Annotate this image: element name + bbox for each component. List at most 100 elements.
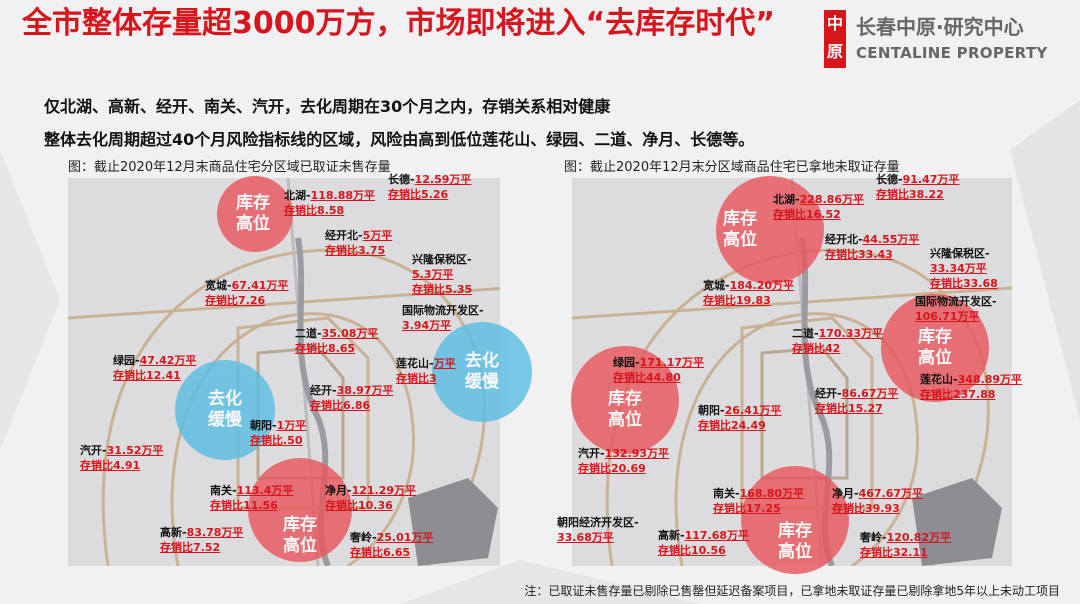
sales-ratio: 存销比19.83 xyxy=(703,294,771,307)
subtitle-2: 整体去化周期超过40个月风险指标线的区域，风险由高到低位莲花山、绿园、二道、净月… xyxy=(44,130,755,149)
stock-value: 228.86万平 xyxy=(799,193,865,206)
district-name: 二道- xyxy=(792,327,819,340)
circle-label: 库存高位 xyxy=(283,515,317,556)
district-label: 朝阳-26.41万平存销比24.49 xyxy=(698,403,781,433)
sales-ratio: 存销比20.69 xyxy=(578,462,646,475)
sales-ratio: 存销比39.93 xyxy=(832,502,900,515)
district-name: 朝阳- xyxy=(698,404,725,417)
district-name: 兴隆保税区- xyxy=(412,253,472,266)
district-label: 莲花山-万平存销比3 xyxy=(396,356,456,386)
district-name: 国际物流开发区- xyxy=(915,295,997,308)
sales-ratio: 存销比7.52 xyxy=(160,541,221,554)
district-name: 二道- xyxy=(295,327,322,340)
high_stock-circle: 库存高位 xyxy=(248,458,352,562)
district-label: 南关-113.4万平存销比11.56 xyxy=(210,483,293,513)
stock-value: 1万平 xyxy=(276,419,307,432)
district-name: 经开北- xyxy=(825,233,863,246)
sales-ratio: 存销比8.58 xyxy=(284,204,345,217)
sales-ratio: 存销比42 xyxy=(792,342,841,355)
district-label: 奢岭-25.01万平存销比6.65 xyxy=(350,530,433,560)
district-name: 南关- xyxy=(713,487,740,500)
stock-value: 44.55万平 xyxy=(862,233,920,246)
district-label: 宽城-184.20万平存销比19.83 xyxy=(703,278,794,308)
subtitle-1: 仅北湖、高新、经开、南关、汽开，去化周期在30个月之内，存销关系相对健康 xyxy=(44,97,611,116)
district-name: 汽开- xyxy=(578,447,605,460)
stock-value: 33.68万平 xyxy=(557,531,614,544)
sales-ratio: 存销比32.11 xyxy=(860,546,928,559)
stock-value: 25.01万平 xyxy=(376,531,434,544)
district-label: 高新-83.78万平存销比7.52 xyxy=(160,525,243,555)
stock-value: 467.67万平 xyxy=(858,487,924,500)
stock-value: 67.41万平 xyxy=(231,279,289,292)
map-caption-left: 图：截止2020年12月末商品住宅分区域已取证未售存量 xyxy=(68,160,391,175)
map-caption-right: 图：截止2020年12月末分区域商品住宅已拿地未取证存量 xyxy=(564,160,900,175)
circle-label: 库存高位 xyxy=(778,521,812,562)
sales-ratio: 存销比33.43 xyxy=(825,248,893,261)
district-label: 净月-121.29万平存销比10.36 xyxy=(325,483,416,513)
sales-ratio: 存销比6.86 xyxy=(310,399,371,412)
sales-ratio: 存销比44.80 xyxy=(613,371,681,384)
district-name: 汽开- xyxy=(80,444,107,457)
district-label: 经开北-44.55万平存销比33.43 xyxy=(825,232,919,262)
sales-ratio: 存销比33.68 xyxy=(930,277,998,290)
centaline-logo: 中原 长春中原·研究中心 CENTALINE PROPERTY xyxy=(824,10,1048,68)
high_stock-circle: 库存高位 xyxy=(741,466,849,574)
district-label: 经开-86.67万平存销比15.27 xyxy=(815,386,898,416)
district-label: 绿园-47.42万平存销比12.41 xyxy=(113,353,196,383)
district-name: 朝阳- xyxy=(250,419,277,432)
stock-value: 170.33万平 xyxy=(818,327,884,340)
district-label: 奢岭-120.82万平存销比32.11 xyxy=(860,530,951,560)
stock-value: 168.80万平 xyxy=(739,487,805,500)
stock-value: 83.78万平 xyxy=(186,526,244,539)
district-name: 奢岭- xyxy=(860,531,887,544)
high_stock-circle: 库存高位 xyxy=(571,346,679,454)
sales-ratio: 存销比17.25 xyxy=(713,502,781,515)
district-label: 高新-117.68万平存销比10.56 xyxy=(658,528,749,558)
district-name: 经开- xyxy=(310,384,337,397)
district-label: 汽开-132.93万平存销比20.69 xyxy=(578,446,669,476)
sales-ratio: 存销比5.35 xyxy=(412,283,473,296)
sales-ratio: 存销比10.36 xyxy=(325,499,393,512)
circle-label: 库存高位 xyxy=(236,193,270,234)
stock-value: 26.41万平 xyxy=(724,404,782,417)
circle-label: 库存高位 xyxy=(608,389,642,430)
district-label: 兴隆保税区-33.34万平存销比33.68 xyxy=(930,246,998,291)
sales-ratio: 存销比4.91 xyxy=(80,459,141,472)
footnote: 注：已取证未售存量已剔除已售罄但延迟备案项目，已拿地未取证存量已剔除拿地5年以上… xyxy=(524,584,1060,598)
district-name: 高新- xyxy=(658,529,685,542)
stock-value: 171.17万平 xyxy=(639,356,705,369)
high_stock-circle: 库存高位 xyxy=(881,294,989,402)
district-name: 高新- xyxy=(160,526,187,539)
stock-value: 86.67万平 xyxy=(841,387,899,400)
stock-value: 5万平 xyxy=(362,229,393,242)
sales-ratio: 存销比11.56 xyxy=(210,499,278,512)
district-name: 奢岭- xyxy=(350,531,377,544)
sales-ratio: 存销比10.56 xyxy=(658,544,726,557)
district-label: 宽城-67.41万平存销比7.26 xyxy=(205,278,288,308)
district-label: 长德-91.47万平存销比38.22 xyxy=(876,172,959,202)
stock-value: 184.20万平 xyxy=(729,279,795,292)
stock-value: 120.82万平 xyxy=(886,531,952,544)
district-name: 长德- xyxy=(388,173,415,186)
district-label: 朝阳-1万平存销比.50 xyxy=(250,418,306,448)
circle-label: 去化缓慢 xyxy=(208,389,242,430)
high_stock-circle: 库存高位 xyxy=(716,176,824,284)
stock-value: 38.97万平 xyxy=(336,384,394,397)
district-name: 宽城- xyxy=(205,279,232,292)
district-name: 经开- xyxy=(815,387,842,400)
sales-ratio: 存销比12.41 xyxy=(113,369,181,382)
district-name: 宽城- xyxy=(703,279,730,292)
district-label: 莲花山-348.89万平存销比237.88 xyxy=(920,372,1022,402)
sales-ratio: 存销比5.26 xyxy=(388,188,449,201)
district-name: 绿园- xyxy=(113,354,140,367)
district-name: 兴隆保税区- xyxy=(930,247,990,260)
sales-ratio: 存销比16.52 xyxy=(773,208,841,221)
district-label: 二道-170.33万平存销比42 xyxy=(792,326,883,356)
district-name: 长德- xyxy=(876,173,903,186)
district-label: 北湖-228.86万平存销比16.52 xyxy=(773,192,864,222)
stock-value: 121.29万平 xyxy=(351,484,417,497)
stock-value: 5.3万平 xyxy=(412,268,454,281)
sales-ratio: 存销比7.26 xyxy=(205,294,266,307)
district-label: 国际物流开发区-106.71万平 xyxy=(915,294,997,324)
sales-ratio: 存销比15.27 xyxy=(815,402,883,415)
